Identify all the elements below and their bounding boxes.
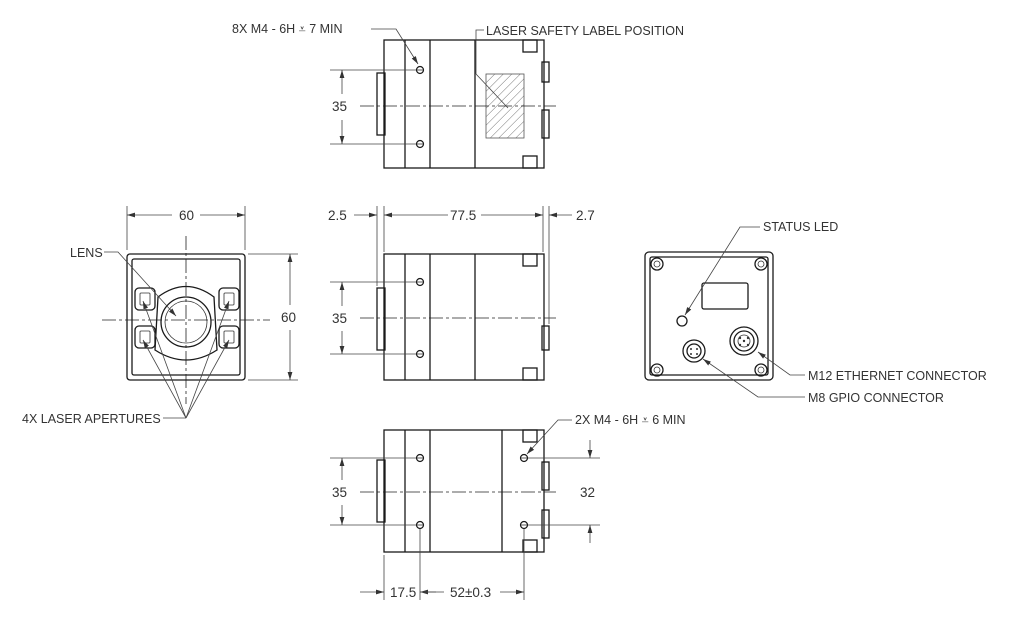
callout-tapped-holes-8x: 8X M4 - 6H ⩡ 7 MIN: [232, 22, 343, 36]
front-view: [102, 206, 298, 419]
dim-bottom-right-height: 32: [580, 485, 595, 500]
dim-front-height: 60: [281, 310, 296, 325]
top-view: [330, 28, 556, 169]
callout-ethernet: M12 ETHERNET CONNECTOR: [808, 369, 987, 383]
dim-bottom-offset: 17.5: [390, 585, 416, 600]
callout-status-led: STATUS LED: [763, 220, 838, 234]
back-view: [644, 226, 805, 398]
callout-tapped-holes-2x: 2X M4 - 6H ⩡ 6 MIN: [575, 413, 686, 427]
m8-connector: [682, 339, 706, 363]
callout-laser-label: LASER SAFETY LABEL POSITION: [486, 24, 684, 38]
dim-side-height: 35: [332, 311, 347, 326]
status-led: [676, 315, 688, 327]
dim-bottom-spacing: 52±0.3: [450, 585, 491, 600]
callout-lens: LENS: [70, 246, 103, 260]
dim-front-width: 60: [179, 208, 194, 223]
m12-connector: [729, 326, 759, 356]
dim-top-height: 35: [332, 99, 347, 114]
dim-bottom-height: 35: [332, 485, 347, 500]
dim-side-rear-offset: 2.7: [576, 208, 595, 223]
dim-side-front-offset: 2.5: [328, 208, 347, 223]
laser-aperture: [218, 287, 240, 311]
side-view: [330, 206, 572, 381]
laser-aperture: [218, 325, 240, 349]
callout-laser-apertures: 4X LASER APERTURES: [22, 412, 161, 426]
laser-aperture: [134, 287, 156, 311]
bottom-view: [330, 419, 600, 600]
callout-gpio: M8 GPIO CONNECTOR: [808, 391, 944, 405]
dim-side-body-length: 77.5: [450, 208, 476, 223]
status-window: [701, 282, 749, 310]
laser-aperture: [134, 325, 156, 349]
